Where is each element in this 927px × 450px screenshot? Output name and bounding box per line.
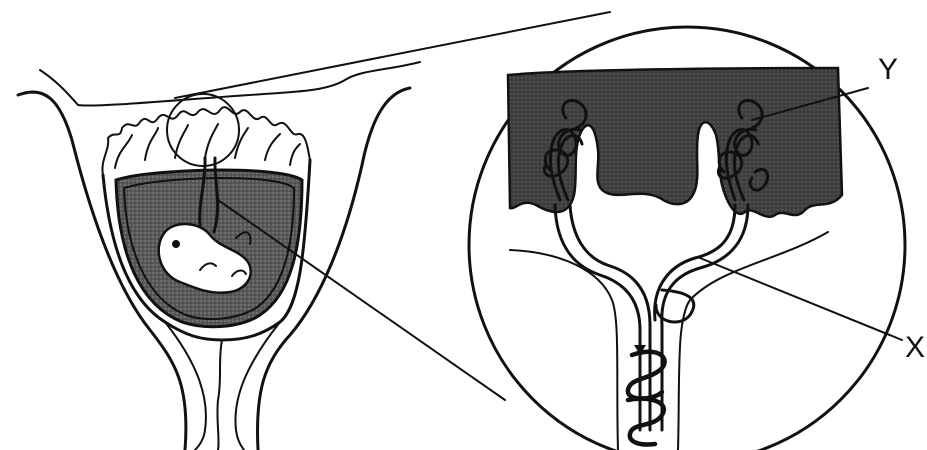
cord-sheath-left bbox=[510, 250, 618, 450]
fallopian-tube-left bbox=[40, 70, 250, 106]
villi-inner bbox=[115, 124, 300, 168]
label-x: X bbox=[905, 333, 925, 363]
cord-coils bbox=[628, 335, 665, 445]
enlarged-view bbox=[469, 27, 905, 450]
vessel-right-outer bbox=[662, 205, 748, 430]
cord-sheath-right bbox=[678, 232, 828, 450]
label-y: Y bbox=[878, 55, 898, 85]
vessel-left-outer bbox=[555, 205, 640, 430]
embryo-eye bbox=[172, 240, 180, 248]
pointer-x bbox=[700, 258, 902, 340]
cervical-canal bbox=[217, 340, 222, 450]
magnifier-small-circle bbox=[167, 94, 239, 166]
